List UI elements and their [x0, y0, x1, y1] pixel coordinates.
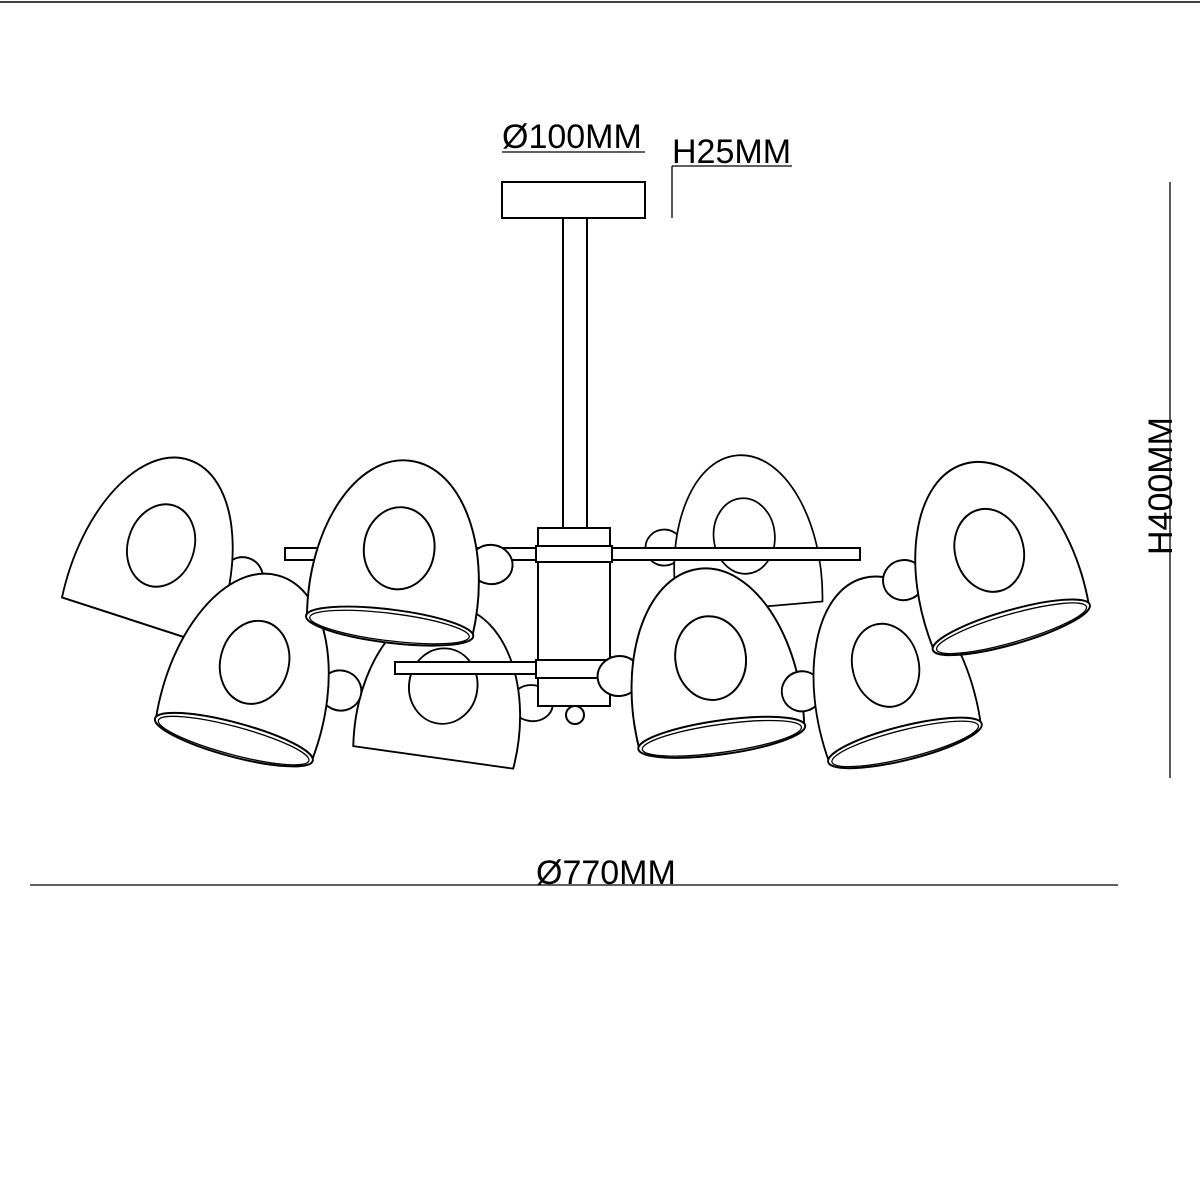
shade-opening: [827, 716, 983, 770]
canopy-height-label: H25MM: [672, 133, 791, 171]
shade-hole: [362, 506, 436, 591]
front-shades: [153, 459, 1091, 770]
shade-rim: [641, 719, 803, 757]
shade-hole: [126, 503, 197, 588]
down-rod: [562, 217, 588, 531]
shade-hole: [850, 622, 921, 708]
shade-rim: [157, 715, 310, 766]
ceiling-canopy: [501, 181, 646, 219]
total-diameter-label: Ø770MM: [536, 854, 676, 892]
shade-hole: [218, 619, 291, 705]
shade-opening: [931, 598, 1091, 657]
shade-opening: [304, 605, 475, 647]
shade-hole: [674, 615, 748, 701]
lamp-shade: [304, 459, 514, 647]
total-height-label: H400MM: [1142, 417, 1180, 555]
shade-hole: [953, 507, 1026, 593]
lamp-shade: [882, 461, 1091, 657]
upper-collar: [535, 545, 613, 563]
shade-rim: [831, 720, 980, 768]
lamp-shade: [153, 572, 363, 768]
shade-rim: [935, 602, 1088, 655]
shade-rim: [309, 609, 470, 645]
canopy-diameter-label: Ø100MM: [502, 118, 642, 156]
finial-ball: [565, 705, 585, 725]
lamp-shade: [596, 567, 807, 759]
shade-opening: [153, 711, 314, 768]
shade-opening: [637, 715, 807, 759]
